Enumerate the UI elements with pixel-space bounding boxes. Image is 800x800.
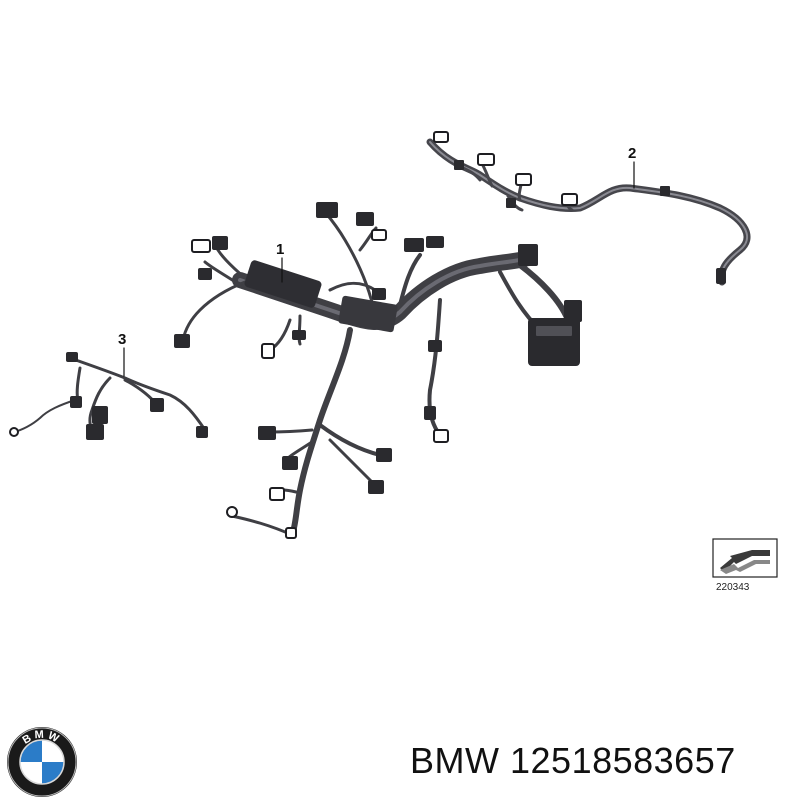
- callout-label-1: 1: [276, 241, 285, 258]
- leader-lines: [123, 161, 635, 377]
- svg-text:BMW: BMW: [20, 729, 63, 747]
- part-number-label: BMW 12518583657: [410, 740, 736, 782]
- harness-3: [9, 352, 208, 440]
- harness-1: [174, 202, 582, 539]
- bmw-roundel-icon: BMW: [7, 727, 77, 797]
- brand-name: BMW: [410, 740, 500, 781]
- callout-label-3: 3: [118, 331, 127, 348]
- part-number: 12518583657: [510, 740, 736, 781]
- callout-label-2: 2: [628, 145, 637, 162]
- harness-2: [426, 131, 751, 286]
- reference-number: 220343: [716, 582, 750, 593]
- reference-arrow-icon: [712, 538, 778, 578]
